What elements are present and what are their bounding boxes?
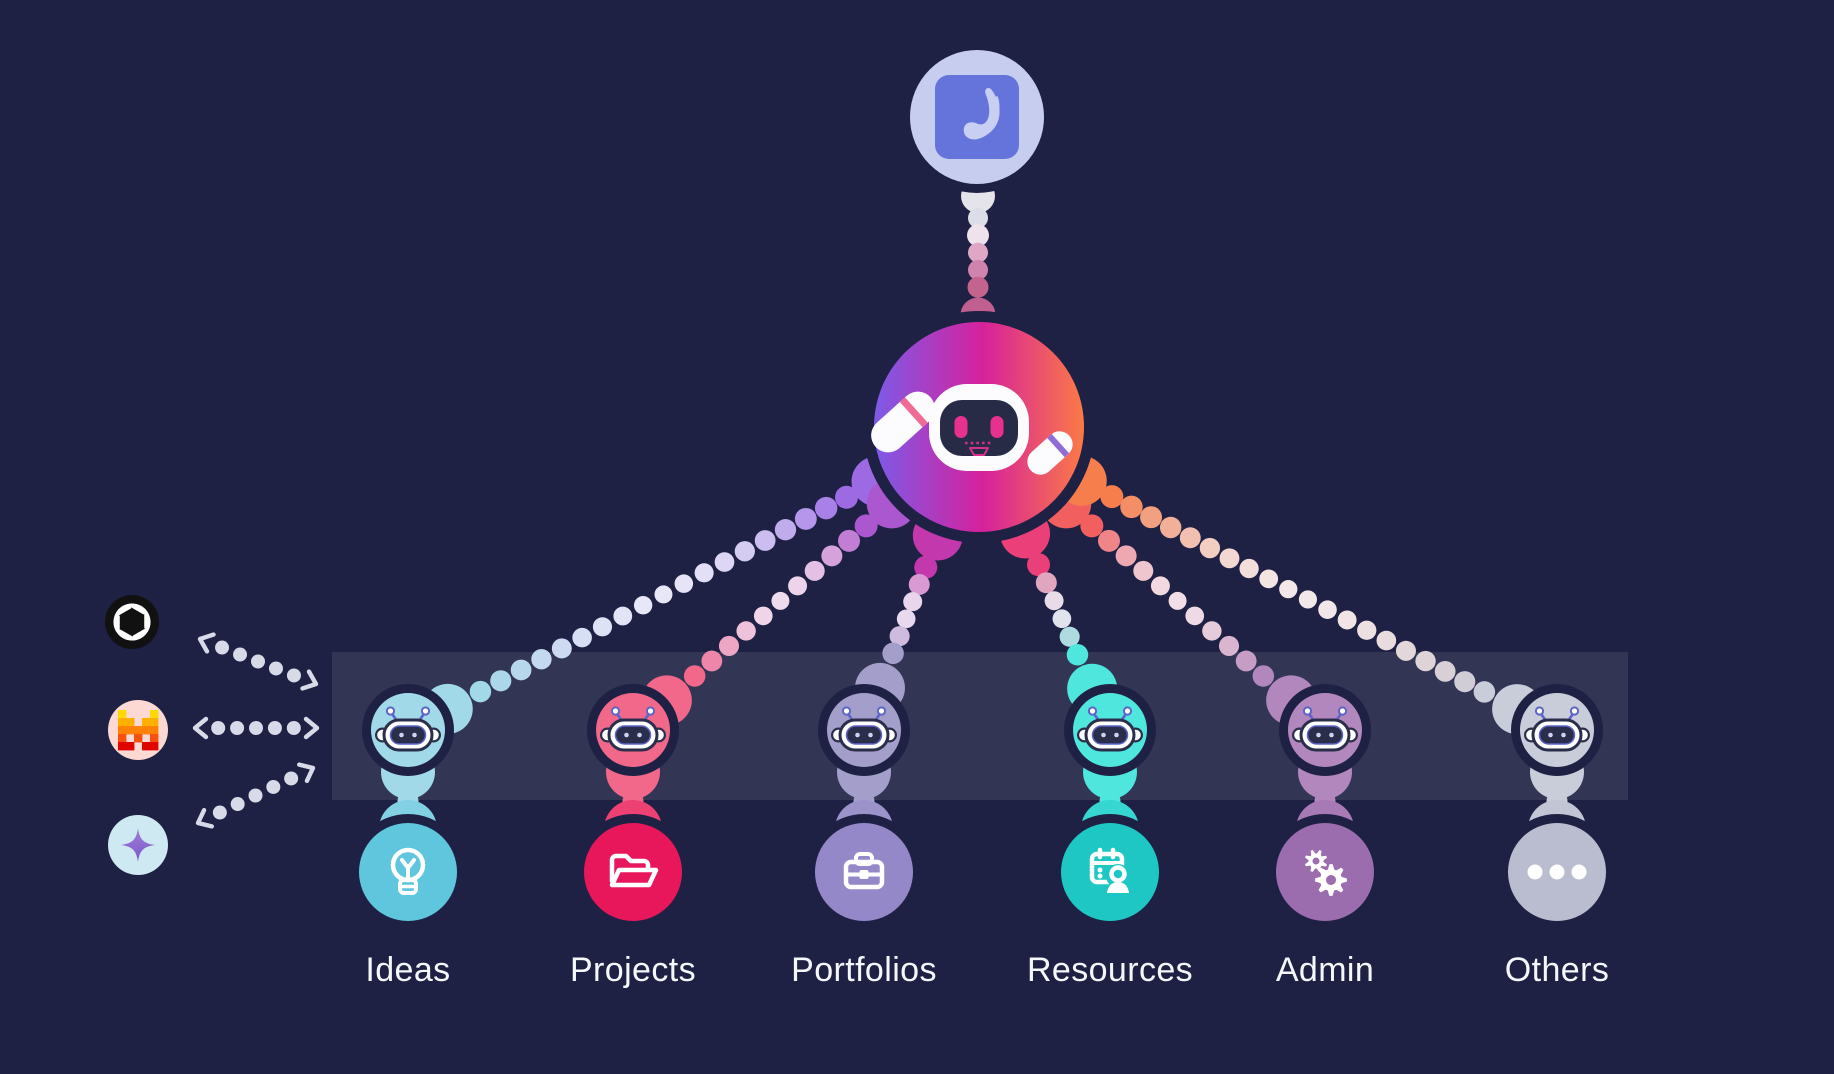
comet-app-icon bbox=[935, 75, 1019, 159]
provider-arrow-2 bbox=[195, 762, 316, 829]
gears-icon bbox=[1304, 849, 1347, 896]
lightbulb-icon bbox=[390, 847, 426, 895]
ellipsis-icon bbox=[1527, 864, 1587, 880]
worker-robot-projects bbox=[587, 684, 679, 776]
worker-robot-admin bbox=[1279, 684, 1371, 776]
app-logo bbox=[901, 41, 1053, 193]
category-node-ideas bbox=[350, 814, 466, 930]
provider-gemini bbox=[108, 815, 168, 875]
hub-robot bbox=[863, 311, 1095, 543]
category-node-resources bbox=[1052, 814, 1168, 930]
worker-robot-ideas bbox=[362, 684, 454, 776]
provider-mistral bbox=[108, 700, 168, 760]
openai-logo-icon bbox=[113, 603, 151, 641]
robot-row-band bbox=[332, 652, 1628, 800]
provider-arrow-0 bbox=[197, 632, 319, 691]
category-node-portfolios bbox=[806, 814, 922, 930]
category-node-projects bbox=[575, 814, 691, 930]
briefcase-icon bbox=[843, 852, 885, 890]
category-node-others bbox=[1499, 814, 1615, 930]
calendar-user-icon bbox=[1089, 847, 1130, 893]
connector-logo-to-hub bbox=[960, 179, 996, 333]
connector-ray-others bbox=[1056, 455, 1543, 735]
worker-robot-portfolios bbox=[818, 684, 910, 776]
open-folder-icon bbox=[609, 853, 659, 888]
mistral-logo-icon bbox=[118, 710, 159, 751]
gemini-logo-icon bbox=[121, 828, 155, 862]
worker-robot-resources bbox=[1064, 684, 1156, 776]
provider-arrow-1 bbox=[192, 716, 320, 740]
worker-robot-others bbox=[1511, 684, 1603, 776]
provider-openai bbox=[105, 595, 159, 649]
category-node-admin bbox=[1267, 814, 1383, 930]
